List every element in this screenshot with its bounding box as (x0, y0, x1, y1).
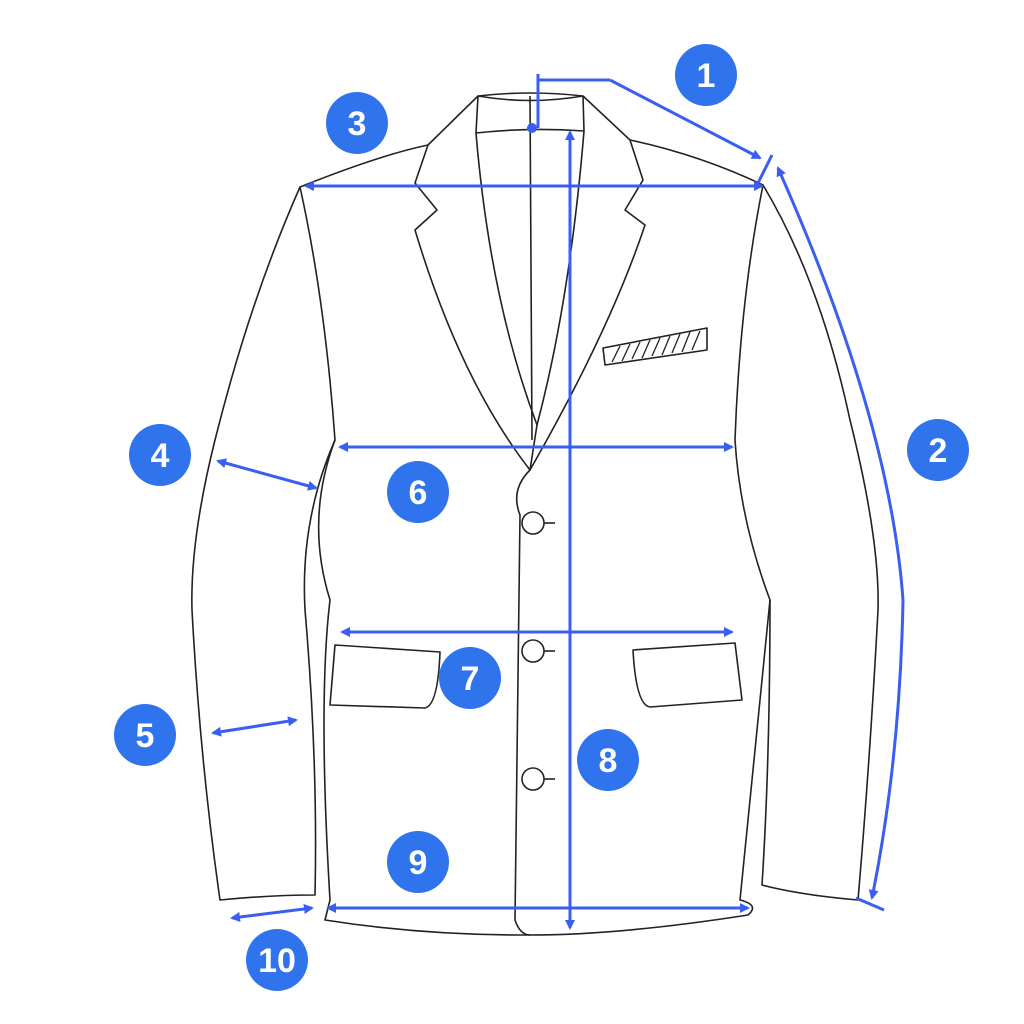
jacket-outline (191, 92, 879, 936)
measurement-badges: 1 2 3 4 5 6 7 8 9 10 (114, 44, 969, 991)
breast-pocket (602, 327, 708, 366)
badge-4: 4 (129, 424, 191, 486)
right-flap-pocket (632, 642, 743, 708)
svg-text:10: 10 (258, 942, 296, 980)
badge-1: 1 (675, 44, 737, 106)
jacket-body (299, 92, 771, 936)
measure-10-cuff (230, 904, 314, 922)
badge-5: 5 (114, 704, 176, 766)
left-lapel (414, 132, 538, 471)
badge-10: 10 (246, 929, 308, 991)
measure-4-bicep (216, 458, 318, 491)
svg-text:2: 2 (929, 432, 948, 470)
measure-5-forearm (211, 716, 298, 737)
badge-3: 3 (326, 92, 388, 154)
measure-2-sleeve (776, 166, 905, 900)
badge-9: 9 (387, 831, 449, 893)
svg-text:7: 7 (461, 660, 480, 698)
badge-7: 7 (439, 647, 501, 709)
svg-text:1: 1 (697, 57, 716, 95)
left-flap-pocket (329, 644, 441, 709)
svg-text:8: 8 (599, 742, 618, 780)
svg-text:6: 6 (409, 474, 428, 512)
right-sleeve (761, 184, 879, 901)
right-lapel (514, 130, 646, 936)
svg-text:3: 3 (348, 105, 367, 143)
svg-text:9: 9 (409, 844, 428, 882)
center-seam (529, 95, 533, 441)
svg-text:4: 4 (151, 437, 170, 475)
svg-text:5: 5 (136, 717, 155, 755)
measure-1-shoulder (536, 74, 760, 158)
badge-8: 8 (577, 729, 639, 791)
badge-2: 2 (907, 419, 969, 481)
measurement-lines (211, 74, 905, 930)
left-sleeve (191, 186, 336, 901)
pocket-hatching (611, 330, 701, 363)
buttons (521, 511, 555, 791)
badge-6: 6 (387, 461, 449, 523)
